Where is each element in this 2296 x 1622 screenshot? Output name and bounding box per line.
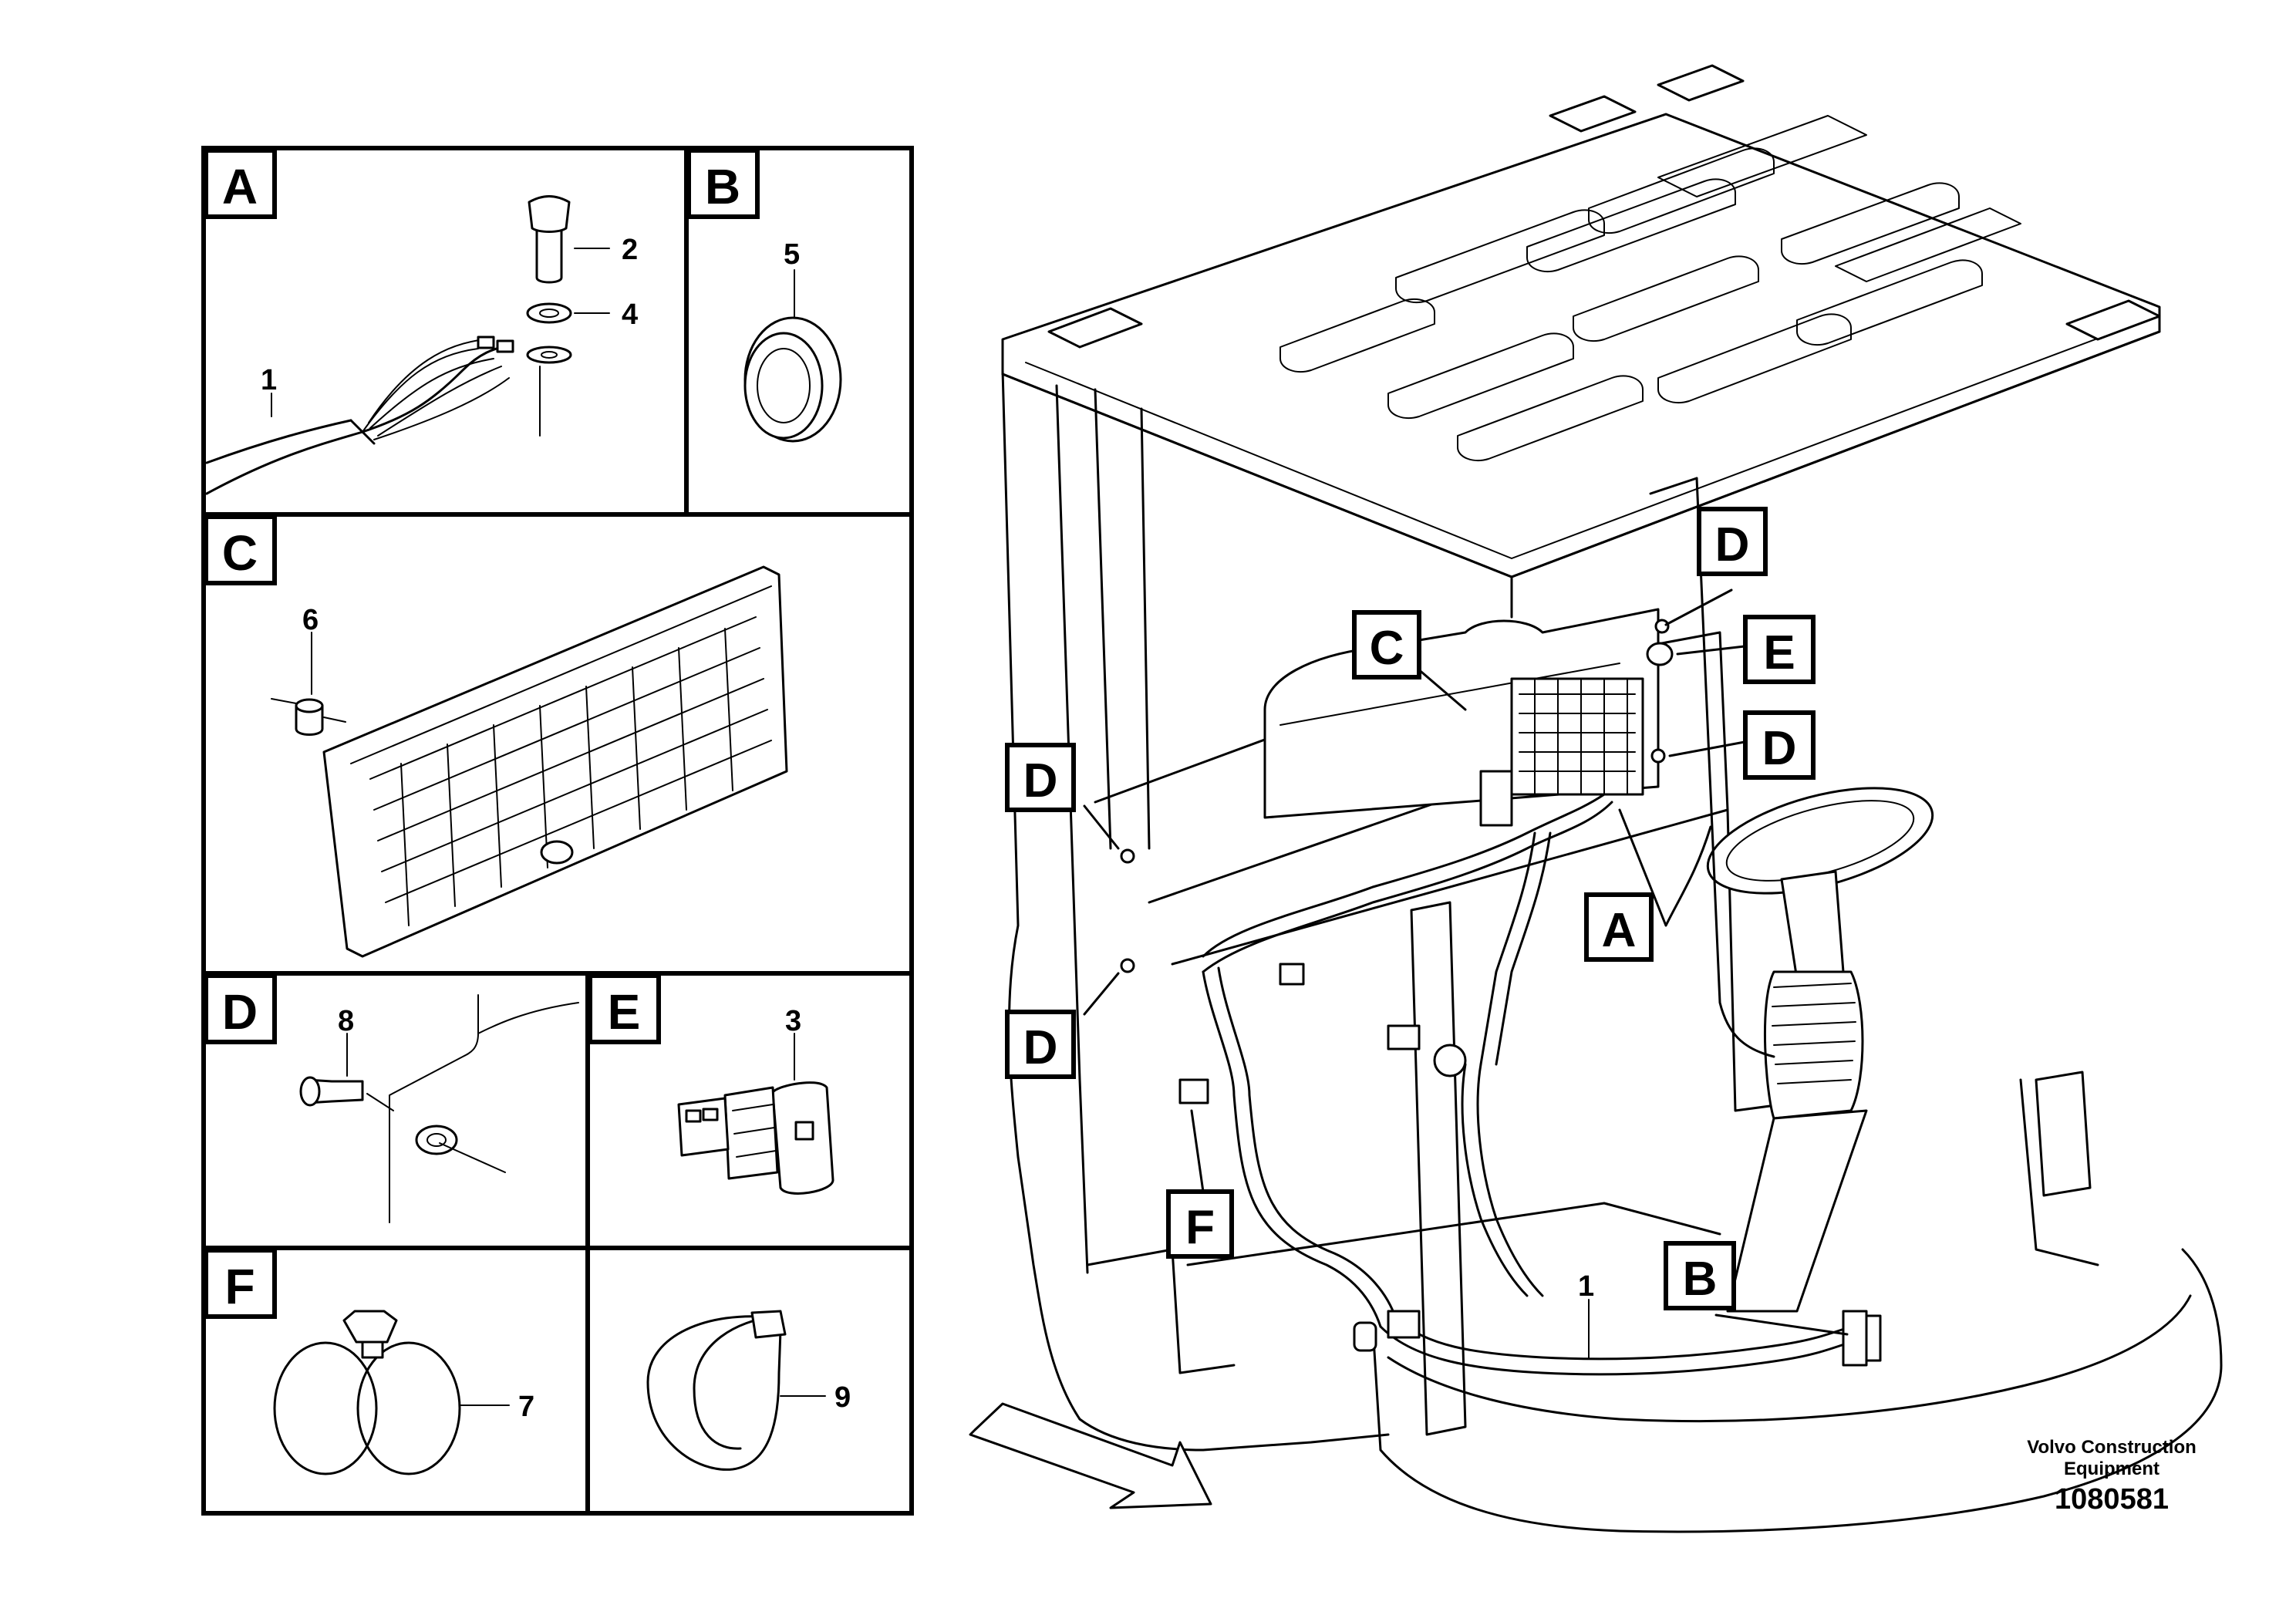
- panel-label-f: F: [224, 1259, 255, 1314]
- footer: Volvo Construction Equipment 1080581: [2027, 1437, 2197, 1516]
- detail-panel-c: C 6: [204, 514, 788, 958]
- callout-7: 7: [518, 1391, 534, 1423]
- detail-panel-e: E 3: [588, 973, 834, 1195]
- callout-1-detail: 1: [261, 364, 277, 396]
- footer-company-line1: Volvo Construction: [2027, 1437, 2197, 1458]
- main-callout-a: A: [1602, 904, 1637, 957]
- panel-label-d: D: [222, 984, 258, 1040]
- main-callout-d3: D: [1023, 754, 1058, 808]
- main-callout-d4: D: [1023, 1021, 1058, 1074]
- callout-2: 2: [622, 234, 638, 266]
- detail-panel-a: A 2 4 1: [204, 148, 638, 495]
- drawing-id: 1080581: [2055, 1483, 2169, 1516]
- callout-6: 6: [302, 604, 319, 636]
- main-callout-1: 1: [1578, 1270, 1594, 1303]
- callout-8: 8: [338, 1005, 354, 1037]
- detail-panel-9: 9: [646, 1310, 851, 1471]
- footer-company-line2: Equipment: [2064, 1458, 2159, 1479]
- detail-panel-grid: [201, 146, 914, 1516]
- main-callout-e: E: [1763, 626, 1795, 679]
- detail-panel-d: D 8: [204, 973, 579, 1223]
- main-callout-f: F: [1185, 1201, 1215, 1254]
- callout-9: 9: [834, 1381, 851, 1414]
- main-callout-d2: D: [1762, 722, 1797, 775]
- detail-panel-f: F 7: [204, 1248, 534, 1475]
- main-callout-d1: D: [1715, 518, 1750, 572]
- callout-4: 4: [622, 298, 638, 331]
- panel-label-c: C: [222, 525, 258, 581]
- main-callout-b: B: [1683, 1253, 1718, 1306]
- detail-panel-b: B 5: [686, 148, 842, 443]
- callout-3: 3: [785, 1005, 801, 1037]
- main-callout-c: C: [1370, 622, 1404, 675]
- panel-label-b: B: [705, 159, 740, 214]
- panel-label-a: A: [222, 159, 258, 214]
- callout-5: 5: [784, 238, 800, 271]
- panel-label-e: E: [608, 984, 641, 1040]
- cab-illustration: D C E D D A D F B 1: [969, 64, 2223, 1533]
